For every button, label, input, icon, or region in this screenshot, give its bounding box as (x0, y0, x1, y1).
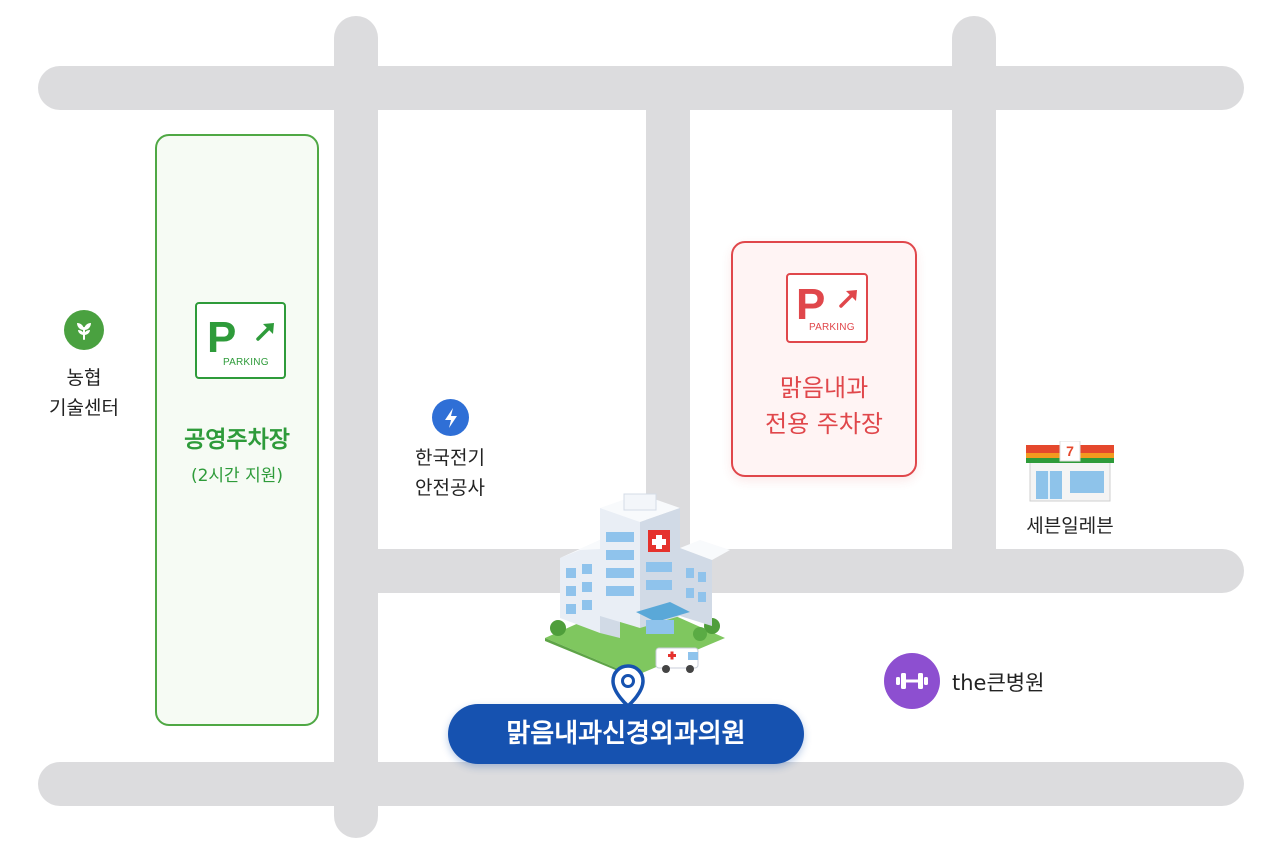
parking-letter: P (796, 280, 826, 329)
hospital-building-icon (545, 493, 730, 678)
lightning-icon (432, 399, 469, 436)
destination-clinic-name[interactable]: 맑음내과신경외과의원 (448, 704, 804, 764)
public-parking-lot[interactable] (155, 134, 319, 726)
red-parking-sign-icon: P PARKING (786, 273, 868, 343)
green-parking-sign-icon: P PARKING (195, 302, 286, 379)
leaf-icon (64, 310, 104, 350)
arrow-up-right-icon (839, 290, 857, 308)
nonghyup-label: 농협 기술센터 (20, 363, 148, 423)
road-vertical-left (334, 16, 378, 838)
dumbbell-icon (884, 653, 940, 709)
seven-eleven-label: 세븐일레븐 (1026, 515, 1114, 537)
clinic-parking-title: 맑음내과 전용 주차장 (731, 370, 917, 442)
clinic-parking-title-line1: 맑음내과 (779, 374, 869, 402)
the-keun-hospital-label: the큰병원 (952, 671, 1045, 695)
svg-text:7: 7 (1066, 443, 1074, 459)
parking-word: PARKING (809, 322, 855, 333)
parking-word: PARKING (223, 357, 269, 368)
public-parking-title: 공영주차장 (184, 427, 290, 453)
nonghyup-label-line1: 농협 (66, 367, 102, 389)
clinic-parking-title-line2: 전용 주차장 (764, 410, 884, 438)
location-pin-icon (611, 664, 645, 708)
kepco-label-line1: 한국전기 (415, 447, 485, 469)
road-middle (334, 549, 1244, 593)
road-vertical-right (952, 16, 996, 593)
parking-letter: P (207, 313, 237, 362)
kepco-label-line2: 안전공사 (415, 477, 485, 499)
public-parking-subtitle: (2시간 지원) (190, 466, 284, 486)
convenience-store-icon: 7 (1026, 441, 1114, 502)
nonghyup-label-line2: 기술센터 (49, 397, 119, 419)
arrow-up-right-icon (256, 323, 274, 341)
road-bottom (38, 762, 1244, 806)
road-top (38, 66, 1244, 110)
kepco-label: 한국전기 안전공사 (390, 443, 510, 503)
